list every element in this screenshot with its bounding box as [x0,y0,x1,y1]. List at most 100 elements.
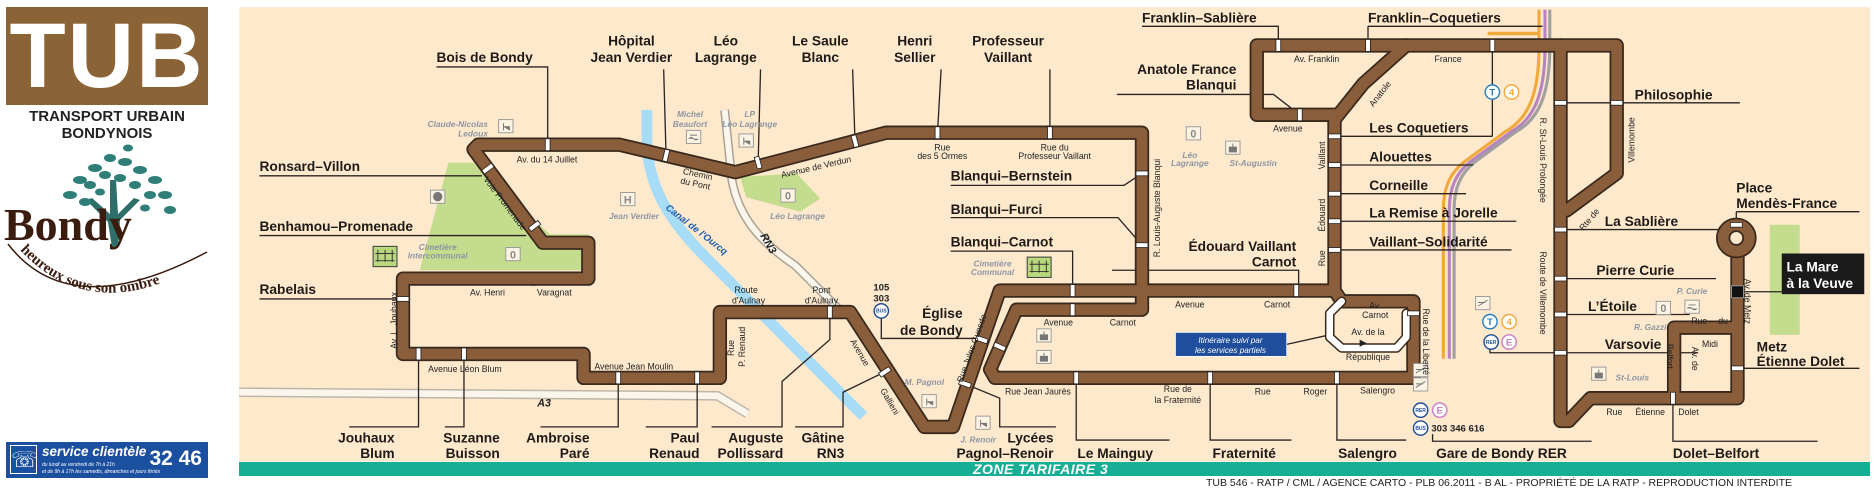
place-label-r-gazzi: R. Gazzi [1634,322,1667,332]
street-label-av-henri: Av. Henri [470,287,505,297]
street-label-rue-etienne-dolet: Rue [1606,407,1622,417]
stop-marker [544,138,551,152]
stop-marker [1328,190,1341,197]
stop-connector-line [645,377,698,428]
stop-marker [396,296,410,302]
route-west-south [397,40,1623,433]
stop-label-edouard-vaillant-carnot: Carnot [1252,255,1297,270]
place-label-st-louis: St-Louis [1616,372,1650,382]
stop-label-lycees-pagnol-renoir: Lycées [1007,430,1053,445]
stop-marker [1207,371,1213,385]
stop-marker [661,148,671,163]
tram-icon: T [1487,317,1493,328]
place-label-st-augustin: St-Augustin [1230,158,1277,168]
stop-marker [753,155,763,170]
street-label-av-carnot-upper: Carnot [1264,299,1291,309]
church-icon [1036,328,1052,343]
stop-connector-line [663,69,667,156]
partial-service-loop [1326,298,1410,352]
stop-label-la-mare-a-la-veuve: La Mare [1787,259,1839,274]
street-label-rue-blanqui: R. Louis-Auguste Blanqui [1152,159,1162,257]
stop-label-edouard-vaillant-carnot: Édouard Vaillant [1189,238,1297,254]
place-label-claude-ledoux: Ledoux [458,128,488,138]
street-label-rue-jean-jaures: Rue Jean Jaurès [1005,387,1072,397]
service-phone-number: 32 46 [149,447,202,470]
stop-label-corneille: Corneille [1369,178,1428,193]
stop-marker [1069,303,1076,317]
stop-marker [1729,222,1743,228]
stop-label-dolet-belfort: Dolet–Belfort [1673,446,1760,461]
stop-label-gatine-rn3: RN3 [817,446,845,461]
stop-label-benhamou-promenade: Benhamou–Promenade [259,219,413,234]
map-label-eglise-lines: 303 [873,293,889,304]
tram-line-4-icon-circle [1501,313,1517,330]
terminus-label-box [1781,253,1865,295]
train-station-icon [1475,296,1491,311]
stop-label-varsovie: Varsovie [1605,337,1662,352]
tub-subtitle-line1: TRANSPORT URBAIN [29,108,185,125]
street-label-varagnat: Varagnat [537,287,572,297]
stadium-icon-box [780,188,796,203]
stop-connector-line [851,69,856,142]
stop-label-ambroise-pare: Ambroise [526,430,590,445]
tree-icon [63,144,176,248]
bondy-logo-name: Bondy [4,199,132,250]
stop-marker [1328,133,1341,140]
rer-icon-circle [1412,402,1429,419]
stop-label-ronsard-villon: Ronsard–Villon [259,159,360,174]
street-label-rue-renaud: Rue [726,340,736,356]
stop-label-leo-lagrange: Lagrange [695,50,757,65]
stop-label-la-mare-a-la-veuve: à la Veuve [1787,276,1854,291]
stop-label-hopital-jean-verdier: Hôpital [608,33,655,48]
place-label-leo-lagrange2: Lagrange [1171,158,1209,168]
stadium-icon-box [505,247,521,262]
street-label-rue-etienne-dolet: Étienne [1635,407,1665,417]
stop-marker [481,162,495,175]
place-label-m-pagnol: M. Pagnol [905,377,945,387]
stop-label-blanqui-carnot: Blanqui–Carnot [951,234,1054,249]
stop-marker [1334,371,1340,385]
stop-marker [1554,311,1567,318]
stop-marker [1610,100,1624,106]
stop-label-la-sabliere: La Sablière [1605,214,1679,229]
stop-label-rabelais: Rabelais [259,282,316,297]
stop-marker [974,334,989,345]
stop-marker [1670,391,1676,405]
stop-label-metz-etienne-dolet: Metz [1757,340,1788,355]
stop-label-place-mendes-france: Place [1736,181,1772,196]
street-label-pont-aulnay: Pont [813,285,832,295]
stadium-icon: 0 [1190,129,1196,141]
tram-line-4-icon: 4 [1509,88,1515,99]
stop-marker [958,379,972,389]
street-label-rue-ed-vaillant: Édouard [1317,199,1327,232]
church-icon [1591,366,1607,381]
stop-label-suzanne-buisson: Buisson [446,446,500,461]
stop-marker [615,371,622,385]
place-label-cimetiere-comm: Cimetière [973,259,1011,269]
street-label-route-aulnay: d'Aulnay [732,296,766,306]
street-label-rue-fraternite: Rue de [1164,384,1192,394]
stop-label-franklin-sabliere: Franklin–Sablière [1142,11,1257,26]
stop-label-ambroise-pare: Paré [560,446,590,461]
terminus-stop-marker [1731,285,1744,299]
stop-label-salengro: Salengro [1338,446,1397,461]
street-label-av-republique: Av. de la [1351,327,1384,337]
street-label-rue-etienne-dolet: Dolet [1678,407,1699,417]
cemetery-icon [372,245,398,268]
cemetery-icon [1026,256,1052,278]
service-clientele-banner: ☏ service clientèle du lundi au vendredi… [6,442,208,478]
service-hours-weekend: et de 9h à 17h les samedis, dimanches et… [42,469,161,475]
stop-connector-line [950,216,1143,246]
street-label-rue-roger-salengro: Salengro [1360,385,1395,395]
stop-marker [992,341,1007,352]
stop-marker [1073,371,1080,385]
street-label-av-jouhaux: Av. L. Jouhaux [389,291,399,349]
zone-tarifaire-bar: ZONE TARIFAIRE 3 [239,461,1870,477]
credits: TUB 546 - RATP / CML / AGENCE CARTO - PL… [1205,477,1792,489]
street-label-rue-st-louis: R. St-Louis Prolongée [1538,118,1548,203]
hospital-icon-box [620,192,636,207]
bus-icon: BUS [876,309,887,315]
zone-label: ZONE TARIFAIRE 3 [973,461,1109,477]
stop-marker [827,305,833,319]
